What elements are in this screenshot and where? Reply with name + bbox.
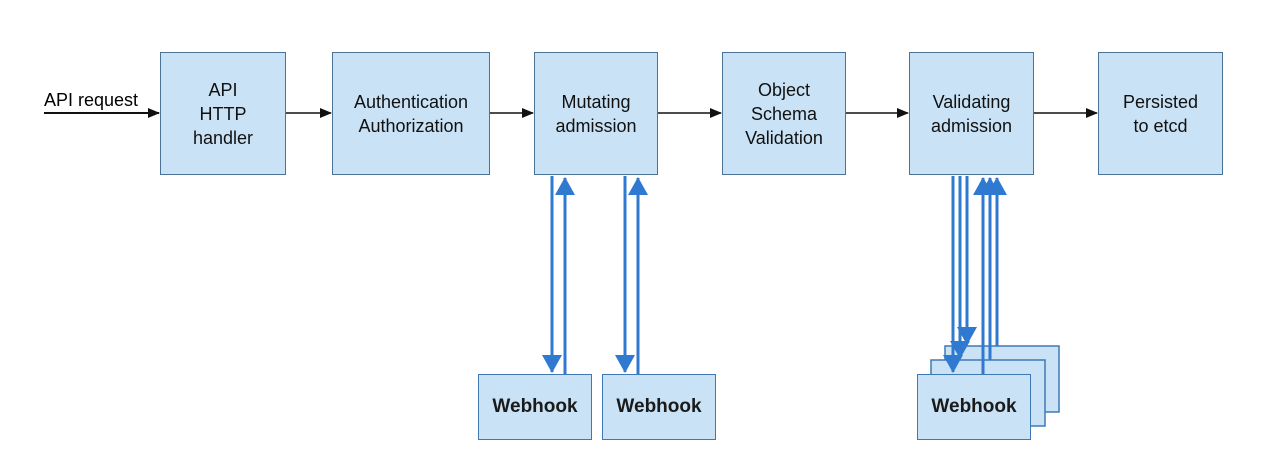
webhook-box-mutating-1: Webhook xyxy=(478,374,592,440)
stage-authentication-authorization: Authentication Authorization xyxy=(332,52,490,175)
webhook-box-validating-front: Webhook xyxy=(917,374,1031,440)
stage-validating-admission: Validating admission xyxy=(909,52,1034,175)
webhook-box-mutating-2: Webhook xyxy=(602,374,716,440)
api-request-label: API request xyxy=(44,90,139,110)
stage-mutating-admission: Mutating admission xyxy=(534,52,658,175)
stage-object-schema-validation: Object Schema Validation xyxy=(722,52,846,175)
stage-persisted-to-etcd: Persisted to etcd xyxy=(1098,52,1223,175)
webhook-arrows xyxy=(542,176,1007,374)
stage-api-http-handler: API HTTP handler xyxy=(160,52,286,175)
